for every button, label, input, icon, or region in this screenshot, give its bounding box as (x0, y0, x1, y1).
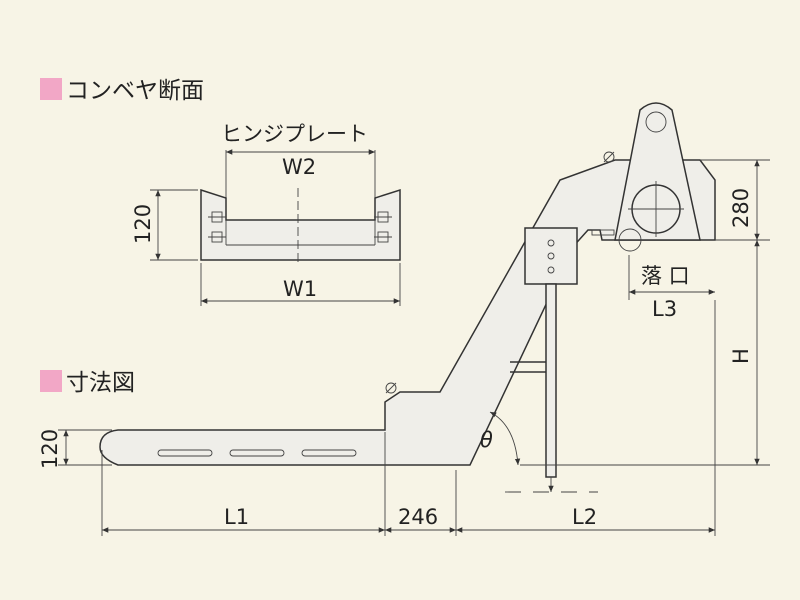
conveyor-side-view: θ 120 L1 246 L2 H 280 落 口 L3 (38, 102, 770, 536)
drive-pulley-top (645, 111, 667, 133)
idler-wheel (618, 228, 642, 252)
drain-slot (301, 449, 357, 457)
drain-slot (157, 449, 213, 457)
cross-section-title: コンベヤ断面 (66, 78, 204, 104)
grease-nipple-icon (603, 151, 615, 163)
drain-slot (229, 449, 285, 457)
offset-label: 246 (398, 505, 438, 529)
support-leg (545, 283, 557, 478)
top-280-label: 280 (729, 188, 753, 228)
l3-label: L3 (652, 297, 677, 321)
trough-outline (200, 188, 401, 261)
outlet-label: 落 口 (641, 264, 690, 288)
w1-label: W1 (283, 277, 317, 301)
side-height-label: 120 (38, 429, 62, 469)
l2-label: L2 (572, 505, 597, 529)
bolt-icon (208, 211, 226, 243)
dimension-title: 寸法図 (66, 370, 135, 396)
hinge-plate-label: ヒンジプレート (221, 122, 368, 146)
cross-section-marker (40, 78, 62, 100)
conveyor-cross-section: ヒンジプレート W2 120 (131, 122, 401, 306)
l1-label: L1 (224, 505, 249, 529)
w2-label: W2 (282, 155, 316, 179)
h-label: H (729, 348, 753, 364)
angle-label: θ (480, 428, 493, 452)
angle-arc (489, 411, 521, 466)
cross-height-label: 120 (131, 204, 155, 244)
dimension-marker (40, 370, 62, 392)
control-box (524, 227, 578, 285)
grease-nipple-icon (385, 382, 397, 394)
bolt-icon (374, 211, 392, 243)
